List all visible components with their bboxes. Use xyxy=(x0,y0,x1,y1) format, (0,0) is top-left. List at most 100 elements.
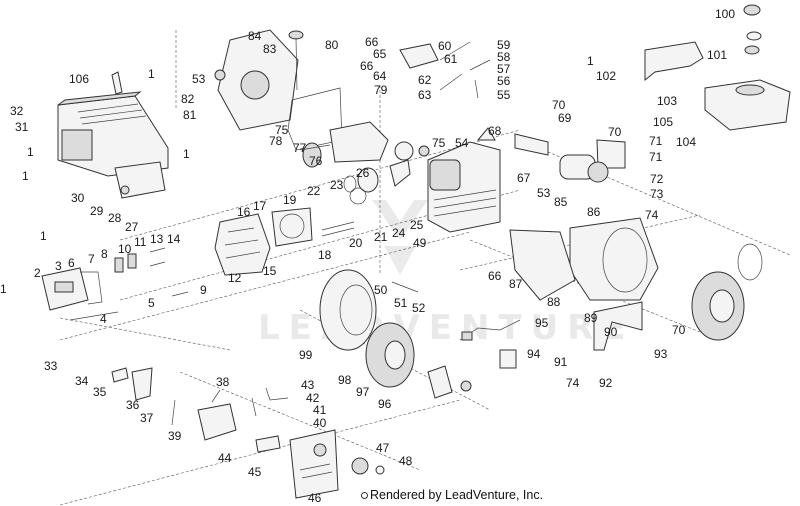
callout-47[interactable]: 47 xyxy=(376,441,390,455)
callout-53[interactable]: 53 xyxy=(192,72,206,86)
callout-1[interactable]: 1 xyxy=(148,67,155,81)
callout-75[interactable]: 75 xyxy=(275,123,289,137)
callout-2[interactable]: 2 xyxy=(34,266,41,280)
callout-46[interactable]: 46 xyxy=(308,491,322,505)
callout-87[interactable]: 87 xyxy=(509,277,523,291)
callout-61[interactable]: 61 xyxy=(444,52,458,66)
callout-21[interactable]: 21 xyxy=(374,230,388,244)
callout-5[interactable]: 5 xyxy=(148,296,155,310)
callout-76[interactable]: 76 xyxy=(309,154,323,168)
callout-71[interactable]: 71 xyxy=(649,134,663,148)
callout-31[interactable]: 31 xyxy=(15,120,29,134)
callout-39[interactable]: 39 xyxy=(168,429,182,443)
callout-49[interactable]: 49 xyxy=(413,236,427,250)
callout-70[interactable]: 70 xyxy=(672,323,686,337)
callout-33[interactable]: 33 xyxy=(44,359,58,373)
callout-81[interactable]: 81 xyxy=(183,108,197,122)
callout-105[interactable]: 105 xyxy=(653,115,674,129)
callout-13[interactable]: 13 xyxy=(150,232,164,246)
callout-66[interactable]: 66 xyxy=(488,269,502,283)
callout-85[interactable]: 85 xyxy=(554,195,568,209)
callout-29[interactable]: 29 xyxy=(90,204,104,218)
callout-70[interactable]: 70 xyxy=(608,125,622,139)
callout-45[interactable]: 45 xyxy=(248,465,262,479)
callout-11[interactable]: 11 xyxy=(134,235,147,249)
callout-67[interactable]: 67 xyxy=(517,171,531,185)
callout-102[interactable]: 102 xyxy=(596,69,617,83)
callout-44[interactable]: 44 xyxy=(218,451,232,465)
callout-66[interactable]: 66 xyxy=(365,35,379,49)
callout-73[interactable]: 73 xyxy=(650,187,664,201)
callout-84[interactable]: 84 xyxy=(248,29,262,43)
callout-8[interactable]: 8 xyxy=(101,247,108,261)
callout-69[interactable]: 69 xyxy=(558,111,572,125)
callout-93[interactable]: 93 xyxy=(654,347,668,361)
callout-94[interactable]: 94 xyxy=(527,347,541,361)
callout-20[interactable]: 20 xyxy=(349,236,363,250)
callout-72[interactable]: 72 xyxy=(650,172,664,186)
callout-55[interactable]: 55 xyxy=(497,88,511,102)
callout-104[interactable]: 104 xyxy=(676,135,697,149)
callout-34[interactable]: 34 xyxy=(75,374,89,388)
callout-25[interactable]: 25 xyxy=(410,218,424,232)
callout-88[interactable]: 88 xyxy=(547,295,561,309)
callout-48[interactable]: 48 xyxy=(399,454,413,468)
callout-75[interactable]: 75 xyxy=(432,136,446,150)
callout-15[interactable]: 15 xyxy=(263,264,277,278)
callout-96[interactable]: 96 xyxy=(378,397,392,411)
callout-77[interactable]: 77 xyxy=(293,141,307,155)
callout-51[interactable]: 51 xyxy=(394,296,408,310)
callout-78[interactable]: 78 xyxy=(269,134,283,148)
callout-91[interactable]: 91 xyxy=(554,355,568,369)
callout-1[interactable]: 1 xyxy=(0,282,7,296)
callout-18[interactable]: 18 xyxy=(318,248,332,262)
callout-3[interactable]: 3 xyxy=(55,259,62,273)
callout-6[interactable]: 6 xyxy=(68,256,75,270)
callout-35[interactable]: 35 xyxy=(93,385,107,399)
callout-101[interactable]: 101 xyxy=(707,48,728,62)
callout-38[interactable]: 38 xyxy=(216,375,230,389)
callout-100[interactable]: 100 xyxy=(715,7,736,21)
callout-27[interactable]: 27 xyxy=(125,220,139,234)
callout-17[interactable]: 17 xyxy=(253,199,267,213)
callout-103[interactable]: 103 xyxy=(657,94,678,108)
callout-10[interactable]: 10 xyxy=(118,242,132,256)
callout-95[interactable]: 95 xyxy=(535,316,549,330)
callout-106[interactable]: 106 xyxy=(69,72,90,86)
callout-83[interactable]: 83 xyxy=(263,42,277,56)
callout-41[interactable]: 41 xyxy=(313,403,327,417)
callout-7[interactable]: 7 xyxy=(88,252,95,266)
callout-58[interactable]: 58 xyxy=(497,50,511,64)
callout-36[interactable]: 36 xyxy=(126,398,140,412)
callout-9[interactable]: 9 xyxy=(200,283,207,297)
callout-82[interactable]: 82 xyxy=(181,92,195,106)
callout-54[interactable]: 54 xyxy=(455,136,469,150)
callout-12[interactable]: 12 xyxy=(228,271,242,285)
callout-79[interactable]: 79 xyxy=(374,83,388,97)
callout-22[interactable]: 22 xyxy=(307,184,321,198)
callout-28[interactable]: 28 xyxy=(108,211,122,225)
callout-24[interactable]: 24 xyxy=(392,226,406,240)
callout-53[interactable]: 53 xyxy=(537,186,551,200)
callout-30[interactable]: 30 xyxy=(71,191,85,205)
callout-42[interactable]: 42 xyxy=(306,391,320,405)
callout-80[interactable]: 80 xyxy=(325,38,339,52)
callout-43[interactable]: 43 xyxy=(301,378,315,392)
callout-66[interactable]: 66 xyxy=(360,59,374,73)
callout-74[interactable]: 74 xyxy=(566,376,580,390)
callout-68[interactable]: 68 xyxy=(488,124,502,138)
callout-19[interactable]: 19 xyxy=(283,193,297,207)
callout-99[interactable]: 99 xyxy=(299,348,313,362)
callout-90[interactable]: 90 xyxy=(604,325,618,339)
callout-62[interactable]: 62 xyxy=(418,73,432,87)
callout-1[interactable]: 1 xyxy=(40,229,47,243)
callout-60[interactable]: 60 xyxy=(438,39,452,53)
callout-59[interactable]: 59 xyxy=(497,38,511,52)
callout-57[interactable]: 57 xyxy=(497,62,511,76)
callout-14[interactable]: 14 xyxy=(167,232,181,246)
callout-32[interactable]: 32 xyxy=(10,104,24,118)
callout-89[interactable]: 89 xyxy=(584,311,598,325)
callout-70[interactable]: 70 xyxy=(552,98,566,112)
callout-1[interactable]: 1 xyxy=(27,145,34,159)
callout-52[interactable]: 52 xyxy=(412,301,426,315)
